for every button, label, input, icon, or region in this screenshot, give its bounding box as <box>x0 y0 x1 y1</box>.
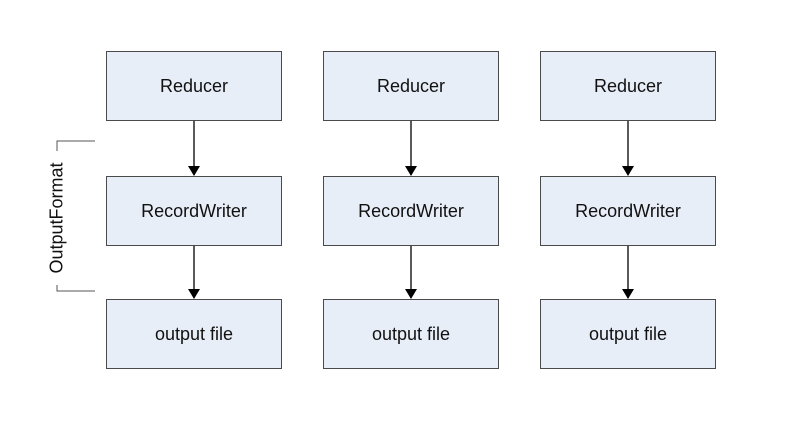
output-file-label-1: output file <box>154 323 234 344</box>
reducer-box-3: Reducer <box>540 51 716 121</box>
recordwriter-box-3: RecordWriter <box>540 176 716 246</box>
recordwriter-label-1: RecordWriter <box>141 200 247 221</box>
output-file-box-1: output file <box>106 299 282 369</box>
recordwriter-box-1: RecordWriter <box>106 176 282 246</box>
reducer-box-2: Reducer <box>323 51 499 121</box>
recordwriter-box-2: RecordWriter <box>323 176 499 246</box>
recordwriter-label-2: RecordWriter <box>358 200 464 221</box>
recordwriter-label-3: RecordWriter <box>575 200 681 221</box>
output-file-box-2: output file <box>323 299 499 369</box>
reducer-label-2: Reducer <box>376 75 446 96</box>
outputformat-label: OutputFormat <box>46 162 67 274</box>
outputformat-bracket <box>56 140 95 292</box>
output-file-label-2: output file <box>371 323 451 344</box>
output-file-label-3: output file <box>588 323 668 344</box>
reducer-label-3: Reducer <box>593 75 663 96</box>
reducer-box-1: Reducer <box>106 51 282 121</box>
output-file-box-3: output file <box>540 299 716 369</box>
reducer-label-1: Reducer <box>159 75 229 96</box>
